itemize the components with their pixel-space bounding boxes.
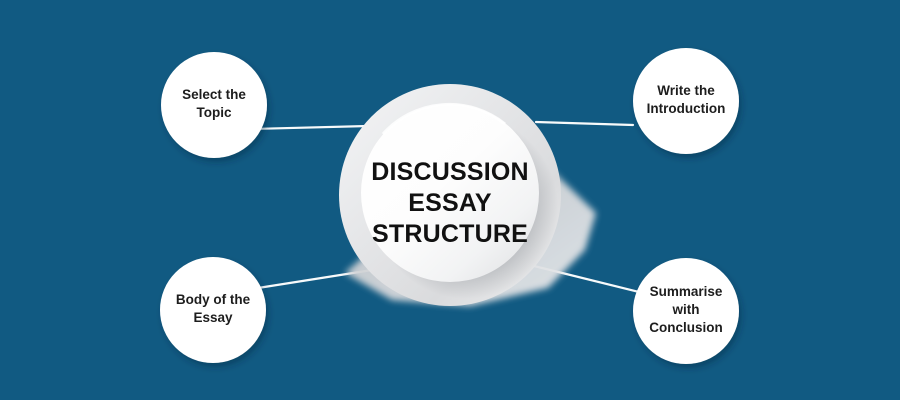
hub-highlight [381, 102, 506, 136]
hub-title-line-1: DISCUSSION [371, 158, 529, 186]
node-label-summarise-with-conclusion-line-3: Conclusion [649, 320, 723, 335]
node-circle-select-the-topic[interactable] [161, 52, 267, 158]
node-label-body-of-the-essay-line-1: Body of the [176, 292, 251, 307]
node-body-of-the-essay[interactable]: Body of the Essay [160, 257, 266, 363]
node-summarise-with-conclusion[interactable]: Summarise with Conclusion [633, 258, 739, 364]
node-circle-body-of-the-essay[interactable] [160, 257, 266, 363]
node-circle-write-the-introduction[interactable] [633, 48, 739, 154]
hub-title-line-3: STRUCTURE [372, 220, 528, 248]
node-label-write-the-introduction-line-1: Write the [657, 83, 715, 98]
node-label-write-the-introduction-line-2: Introduction [647, 101, 726, 116]
node-label-summarise-with-conclusion-line-1: Summarise [650, 284, 723, 299]
hub-inner-disc [361, 104, 539, 282]
node-label-summarise-with-conclusion-line-2: with [672, 302, 700, 317]
node-write-the-introduction[interactable]: Write the Introduction [633, 48, 739, 154]
node-circle-summarise-with-conclusion[interactable] [633, 258, 739, 364]
connector-select-the-topic [249, 124, 370, 131]
center-hub[interactable]: DISCUSSION ESSAY STRUCTURE [339, 84, 596, 306]
hub-title-line-2: ESSAY [408, 189, 492, 217]
node-label-body-of-the-essay-line-2: Essay [193, 310, 233, 325]
node-select-the-topic[interactable]: Select the Topic [161, 52, 267, 158]
node-label-select-the-topic-line-2: Topic [197, 105, 232, 120]
connector-write-the-introduction [534, 120, 635, 127]
node-label-select-the-topic-line-1: Select the [182, 87, 246, 102]
